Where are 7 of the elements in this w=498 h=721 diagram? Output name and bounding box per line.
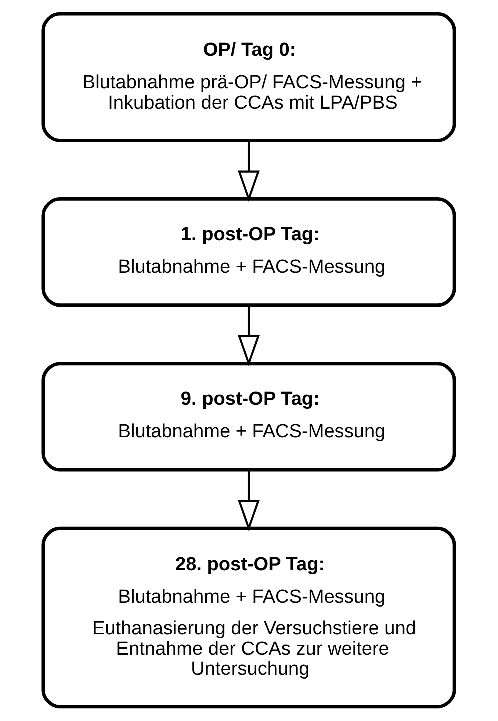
node-box: 9. post-OP Tag: Blutabnahme + FACS-Messung	[42, 362, 456, 472]
arrow	[238, 470, 260, 532]
node-box: OP/ Tag 0: Blutabnahme prä-OP/ FACS-Messung + Inkubation der CCAs mit LPA/PBS	[42, 12, 456, 142]
arrow	[238, 140, 260, 202]
node-box: 1. post-OP Tag: Blutabnahme + FACS-Messung	[42, 197, 456, 308]
node-box: 28. post-OP Tag: Blutabnahme + FACS-Messung Euthanasierung der Versuchstiere und Entnahme der CCAs zur weitere Untersuchung	[42, 526, 456, 709]
arrow	[238, 306, 260, 367]
